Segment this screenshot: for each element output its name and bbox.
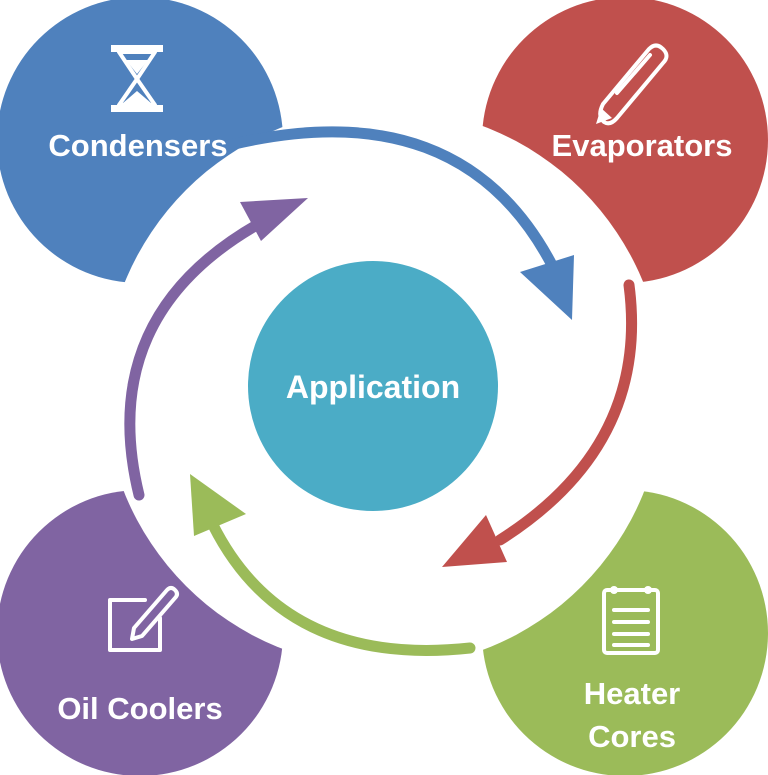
- evaporators-label: Evaporators: [552, 128, 733, 163]
- application-label: Application: [286, 369, 460, 405]
- heater-cores-label-line1: Heater: [584, 676, 681, 711]
- arrow-blue: [224, 126, 574, 320]
- heater-cores-label-line2: Cores: [588, 719, 676, 754]
- oil-coolers-label: Oil Coolers: [57, 691, 222, 726]
- application-circle: [248, 261, 498, 511]
- hourglass-icon: [111, 45, 163, 112]
- arrow-purple: [124, 198, 308, 501]
- condensers-label: Condensers: [48, 128, 227, 163]
- arrow-green: [190, 474, 476, 656]
- arrow-red: [442, 279, 638, 567]
- pencil-icon: [596, 43, 669, 126]
- edit-icon: [108, 586, 179, 652]
- notepad-icon: [602, 586, 660, 655]
